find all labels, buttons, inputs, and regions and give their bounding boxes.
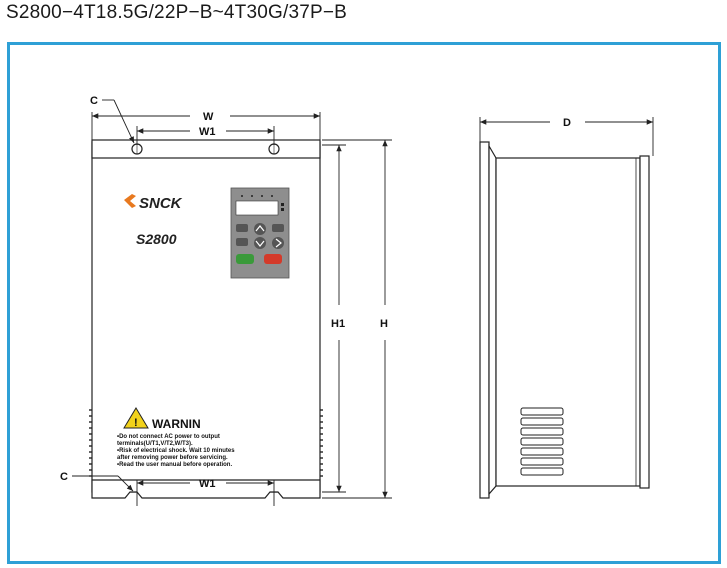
side-body-main bbox=[495, 157, 641, 487]
dim-d: D bbox=[563, 117, 571, 129]
top-flange bbox=[91, 139, 321, 159]
side-body bbox=[488, 143, 497, 496]
keypad-display bbox=[235, 200, 279, 216]
warning-label: ! WARNIN •Do not connect AC power to out… bbox=[117, 407, 235, 468]
dim-h: H bbox=[380, 318, 388, 330]
side-flange bbox=[479, 141, 490, 499]
svg-text:!: ! bbox=[134, 417, 138, 429]
dim-w: W bbox=[203, 111, 214, 123]
side-vent bbox=[520, 407, 564, 476]
run-button bbox=[236, 254, 254, 264]
warning-line: terminals(U/T1,V/T2,W/T3). bbox=[117, 441, 193, 447]
dim-w1-bottom: W1 bbox=[199, 478, 216, 490]
warning-triangle-icon bbox=[123, 407, 149, 429]
mount-hole-top-right bbox=[268, 143, 280, 155]
bottom-flange bbox=[91, 479, 321, 499]
side-dimensions bbox=[479, 117, 654, 156]
keypad-panel bbox=[230, 187, 290, 279]
front-dimensions bbox=[72, 99, 392, 506]
page-title: S2800−4T18.5G/22P−B~4T30G/37P−B bbox=[6, 2, 348, 23]
right-arrow-icon bbox=[272, 237, 284, 249]
stop-button bbox=[264, 254, 282, 264]
keypad-button bbox=[272, 224, 284, 232]
front-view: SNCK S2800 ! WARNIN bbox=[89, 139, 323, 499]
brand-logo: SNCK bbox=[124, 194, 183, 212]
model-name: S2800 bbox=[136, 231, 177, 247]
keypad-button bbox=[236, 238, 248, 246]
side-rear-rail bbox=[639, 155, 650, 489]
dim-c-bottom: C bbox=[60, 471, 68, 483]
warning-line: •Risk of electrical shock. Wait 10 minut… bbox=[117, 448, 235, 454]
logo-mark bbox=[124, 194, 136, 208]
keypad-button bbox=[236, 224, 248, 232]
down-arrow-icon bbox=[254, 237, 266, 249]
mount-hole-top-left bbox=[131, 143, 143, 155]
dim-w1-top: W1 bbox=[199, 126, 216, 138]
warning-line: •Read the user manual before operation. bbox=[117, 462, 232, 468]
dim-h1: H1 bbox=[331, 318, 345, 330]
warning-heading: WARNIN bbox=[152, 417, 201, 431]
warning-line: •Do not connect AC power to output bbox=[117, 434, 220, 440]
vent-right bbox=[320, 409, 323, 477]
side-view bbox=[479, 141, 650, 499]
up-arrow-icon bbox=[254, 223, 266, 235]
brand-name: SNCK bbox=[139, 195, 183, 212]
dim-c-top: C bbox=[90, 95, 98, 107]
warning-line: after removing power before servicing. bbox=[117, 455, 228, 461]
